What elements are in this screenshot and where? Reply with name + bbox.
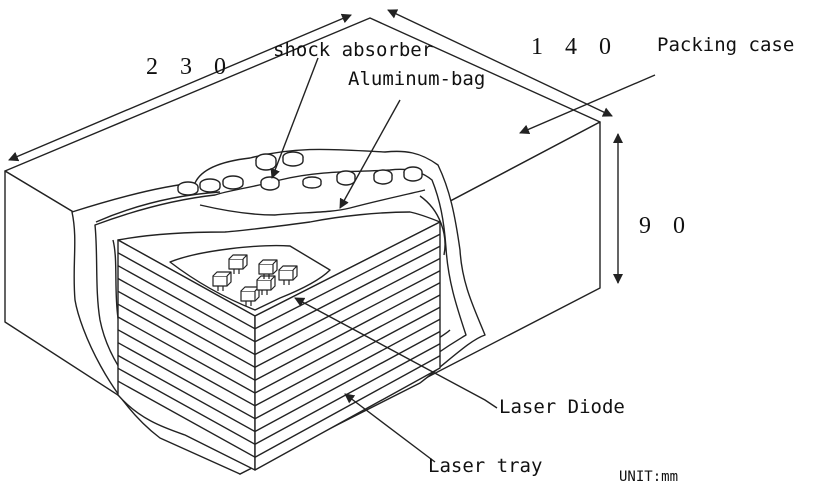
laser-diode-unit [256, 275, 276, 295]
leader-arrow-laser-diode [294, 297, 498, 409]
shock-absorber-pad [282, 151, 304, 167]
laser-diodes [212, 254, 298, 306]
dimension-length-label: 2 3 0 [146, 54, 234, 80]
shock-absorber-pad [373, 169, 393, 185]
shock-absorber-pad [255, 153, 277, 171]
tray-layer-line [254, 330, 441, 433]
leader-arrow-laser-tray [344, 393, 436, 463]
tray-layer-line [117, 380, 256, 458]
tray-layer-line [117, 277, 256, 356]
dimension-arrow-length [8, 13, 352, 162]
tray-layer-line [254, 257, 441, 356]
leader-arrow-packing-case [519, 74, 656, 135]
shock-absorber-label: shock absorber [273, 39, 434, 61]
laser-diode-label: Laser Diode [499, 396, 625, 418]
tray-layer-line [254, 233, 441, 330]
tray-layer-line [117, 367, 256, 445]
tray-layer-lines-left [117, 252, 256, 458]
tray-layer-line [117, 316, 256, 394]
shock-absorber-pad [222, 175, 244, 190]
leader-arrow-aluminum-bag [339, 99, 401, 209]
shock-absorber-pad [403, 166, 423, 182]
tray-layer-line [117, 290, 256, 368]
tray-layer-line [117, 265, 256, 343]
laser-diode-unit [228, 254, 248, 274]
laser-diode-unit [278, 265, 298, 285]
shock-absorber-pad [336, 170, 356, 186]
tray-layer-line [117, 252, 256, 330]
tray-layer-line [117, 354, 256, 433]
dimension-height-label: 9 0 [639, 213, 693, 239]
tray-layer-line [117, 329, 256, 407]
tray-layer-line [254, 282, 441, 381]
dimension-width-label: 1 4 0 [531, 34, 619, 60]
dimension-arrow-width [387, 9, 613, 117]
tray-layer-lines-right [254, 233, 441, 458]
laser-tray-label: Laser tray [428, 455, 543, 477]
laser-diode-unit [212, 271, 232, 291]
shock-absorber-pad [260, 176, 280, 191]
laser-diode-unit [258, 259, 278, 279]
unit-label: UNIT:mm [619, 469, 679, 485]
laser-diode-unit [240, 286, 260, 306]
shock-absorber-pad [302, 176, 322, 189]
leader-arrow-shock-absorber [270, 57, 319, 179]
aluminum-bag-label: Aluminum-bag [348, 68, 486, 90]
shock-absorber-pad [177, 181, 199, 196]
tray-layer-line [254, 306, 441, 407]
shock-absorber-pad [199, 178, 221, 193]
tray-layer-line [254, 270, 441, 368]
tray-layer-line [254, 294, 441, 394]
tray-layer-line [117, 303, 256, 381]
tray-layer-line [117, 342, 256, 420]
packing-case-label: Packing case [657, 34, 795, 56]
laser-tray-stack [117, 211, 441, 471]
tray-layer-line [254, 355, 441, 458]
tray-layer-line [254, 245, 441, 343]
tray-layer-line [254, 318, 441, 420]
